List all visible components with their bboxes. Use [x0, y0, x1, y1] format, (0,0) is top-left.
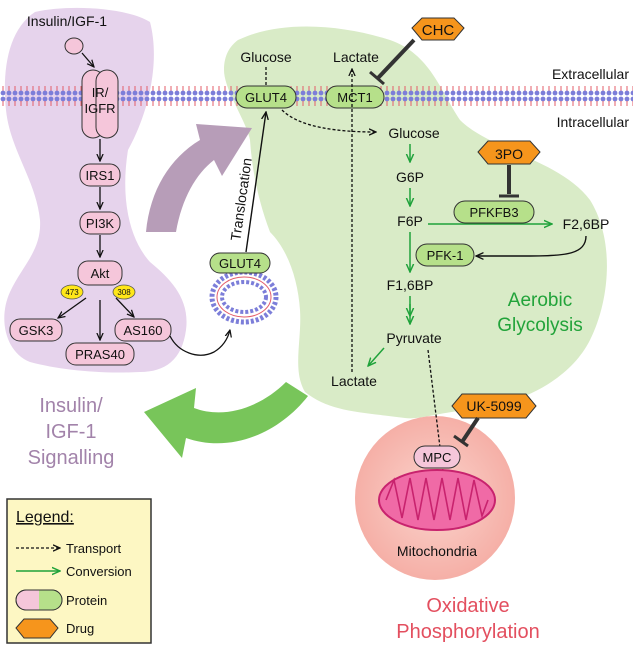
legend-drug-swatch — [15, 618, 59, 639]
transport-glut4-to-glucose — [281, 109, 376, 132]
pi3k-protein: PI3K — [79, 211, 121, 235]
as160-protein: AS160 — [114, 318, 172, 342]
vesicle-glut4-label: GLUT4 — [219, 256, 261, 271]
akt-site-308 — [112, 284, 136, 300]
glucose-intracellular: Glucose — [388, 125, 440, 141]
aerobic-glycolysis-title: Aerobic Glycolysis — [497, 290, 583, 336]
glut4-transporter-label: GLUT4 — [245, 90, 287, 105]
mct1-transporter: MCT1 — [325, 85, 385, 109]
glucose-extracellular: Glucose — [240, 49, 292, 65]
translocation-arrow — [245, 112, 266, 253]
arrow-ligand-receptor — [81, 52, 94, 67]
irs1-protein: IRS1 — [79, 163, 121, 187]
legend-title: Legend: — [16, 509, 74, 526]
pi3k-label: PI3K — [86, 216, 115, 231]
oxphos-title-line2: Phosphorylation — [396, 621, 539, 643]
conv-pyruvate-lactate — [368, 347, 385, 366]
mitochondrion-icon — [378, 469, 496, 531]
extracellular-label: Extracellular — [552, 66, 629, 82]
pfkfb3-protein: PFKFB3 — [453, 200, 535, 224]
legend-box: Legend: Transport Conversion Protein Dru… — [6, 498, 152, 644]
ir-igfr-receptor: IR/ IGFR — [81, 69, 119, 139]
f26bp-label: F2,6BP — [563, 216, 610, 232]
as160-label: AS160 — [123, 323, 162, 338]
mpc-label: MPC — [423, 450, 452, 465]
mpc-protein: MPC — [413, 445, 461, 469]
chc-inhibition-bar — [369, 70, 385, 86]
arrow-akt-gsk3 — [58, 297, 87, 318]
pfk1-protein: PFK-1 — [415, 243, 475, 267]
legend-protein-swatch — [15, 589, 63, 611]
lactate-extracellular: Lactate — [333, 49, 379, 65]
f26bp-activates-pfk1 — [476, 235, 587, 256]
arrow-akt-as160 — [115, 297, 134, 317]
pras40-label: PRAS40 — [75, 347, 125, 362]
insulin-title-line2: IGF-1 — [45, 421, 96, 443]
translocation-label: Translocation — [227, 157, 254, 242]
gsk3-label: GSK3 — [19, 323, 54, 338]
akt-site-473-label: 473 — [65, 288, 79, 297]
glut4-transporter: GLUT4 — [235, 85, 297, 109]
akt-site-473 — [60, 284, 84, 300]
insulin-title-line3: Signalling — [28, 447, 115, 469]
uk5099-inhibition — [460, 416, 480, 444]
insulin-ligand-label: Insulin/IGF-1 — [27, 13, 107, 29]
big-arrow-purple-to-glut4 — [146, 124, 252, 232]
three-po-label: 3PO — [495, 146, 523, 162]
f16bp-label: F1,6BP — [387, 277, 434, 293]
insulin-signalling-title: Insulin/ IGF-1 Signalling — [28, 395, 115, 469]
akt-label: Akt — [91, 266, 110, 281]
glut4-vesicle: GLUT4 — [209, 252, 279, 325]
legend-protein-label: Protein — [66, 593, 107, 608]
chc-inhibition — [376, 38, 416, 80]
three-po-drug: 3PO — [477, 140, 541, 165]
gsk3-protein: GSK3 — [9, 318, 63, 342]
f6p-label: F6P — [397, 213, 423, 229]
legend-conversion-label: Conversion — [66, 564, 132, 579]
insulin-ligand — [64, 37, 84, 55]
glycolysis-title-line2: Glycolysis — [497, 315, 583, 336]
arrow-as160-vesicle — [169, 330, 230, 356]
mitochondria-label: Mitochondria — [397, 543, 477, 559]
big-arrow-green-to-insulin — [144, 382, 308, 458]
glycolysis-region — [224, 26, 607, 419]
lactate-intracellular: Lactate — [331, 373, 377, 389]
chc-label: CHC — [422, 22, 455, 39]
g6p-label: G6P — [396, 169, 424, 185]
receptor-label-line2: IGFR — [84, 101, 115, 116]
legend-drug-label: Drug — [66, 621, 94, 636]
irs1-label: IRS1 — [86, 168, 115, 183]
uk5099-label: UK-5099 — [466, 398, 521, 414]
oxphos-title-line1: Oxidative — [426, 595, 509, 617]
uk5099-inhibition-bar — [453, 434, 469, 448]
pfkfb3-label: PFKFB3 — [469, 205, 518, 220]
oxphos-title: Oxidative Phosphorylation — [396, 595, 539, 643]
pras40-protein: PRAS40 — [65, 342, 135, 366]
akt-site-308-label: 308 — [117, 288, 131, 297]
intracellular-label: Intracellular — [557, 114, 630, 130]
akt-protein: Akt 473 308 — [60, 260, 136, 300]
legend-transport-label: Transport — [66, 541, 122, 556]
glycolysis-title-line1: Aerobic — [508, 290, 572, 311]
pyruvate-label: Pyruvate — [386, 330, 441, 346]
insulin-title-line1: Insulin/ — [39, 395, 103, 417]
chc-drug: CHC — [411, 17, 465, 41]
pfk1-label: PFK-1 — [427, 248, 464, 263]
receptor-label-line1: IR/ — [92, 85, 109, 100]
mct1-transporter-label: MCT1 — [337, 90, 372, 105]
uk5099-drug: UK-5099 — [451, 393, 537, 419]
